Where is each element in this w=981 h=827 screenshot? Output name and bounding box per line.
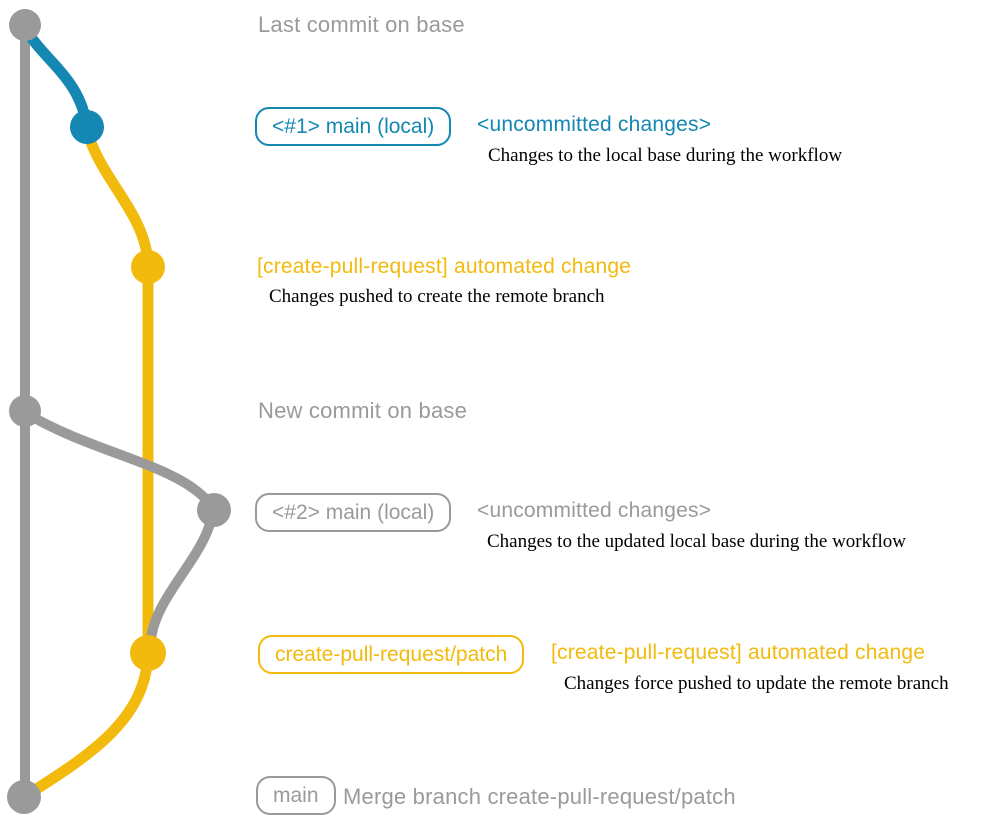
label-merge-branch: Merge branch create-pull-request/patch [343, 784, 736, 809]
patch-branch-line [18, 124, 154, 803]
commit-node-new-base [9, 395, 41, 427]
note-force-pushed-remote-branch: Changes force pushed to update the remot… [564, 673, 949, 694]
branch-box-main-local-2: <#2> main (local) [255, 493, 452, 532]
note-pushed-create-remote-branch: Changes pushed to create the remote bran… [269, 286, 605, 307]
updated-local-main-branch-out-line [21, 408, 218, 513]
branch-box-create-pull-request-patch: create-pull-request/patch [258, 635, 525, 674]
note-local-base-changes: Changes to the local base during the wor… [488, 145, 843, 166]
note-updated-local-base-changes: Changes to the updated local base during… [487, 531, 906, 552]
label-automated-change-2: [create-pull-request] automated change [551, 641, 926, 664]
branch-box-main: main [256, 776, 336, 815]
local-main-branch-line [19, 22, 93, 133]
commit-node-last-base [9, 9, 41, 41]
label-uncommitted-changes-2: <uncommitted changes> [477, 499, 712, 522]
updated-local-main-branch-in-line [146, 505, 218, 645]
label-uncommitted-changes-1: <uncommitted changes> [477, 113, 712, 136]
commit-node-local-main-1 [70, 110, 104, 144]
commit-node-local-main-2 [197, 493, 231, 527]
label-last-commit-on-base: Last commit on base [258, 12, 465, 37]
label-automated-change-1: [create-pull-request] automated change [257, 255, 632, 278]
branch-box-main-local-1: <#1> main (local) [255, 107, 452, 146]
label-new-commit-on-base: New commit on base [258, 398, 468, 423]
commit-node-force-pushed [130, 635, 166, 671]
commit-node-automated-change [131, 250, 165, 284]
commit-node-merge [7, 780, 41, 814]
